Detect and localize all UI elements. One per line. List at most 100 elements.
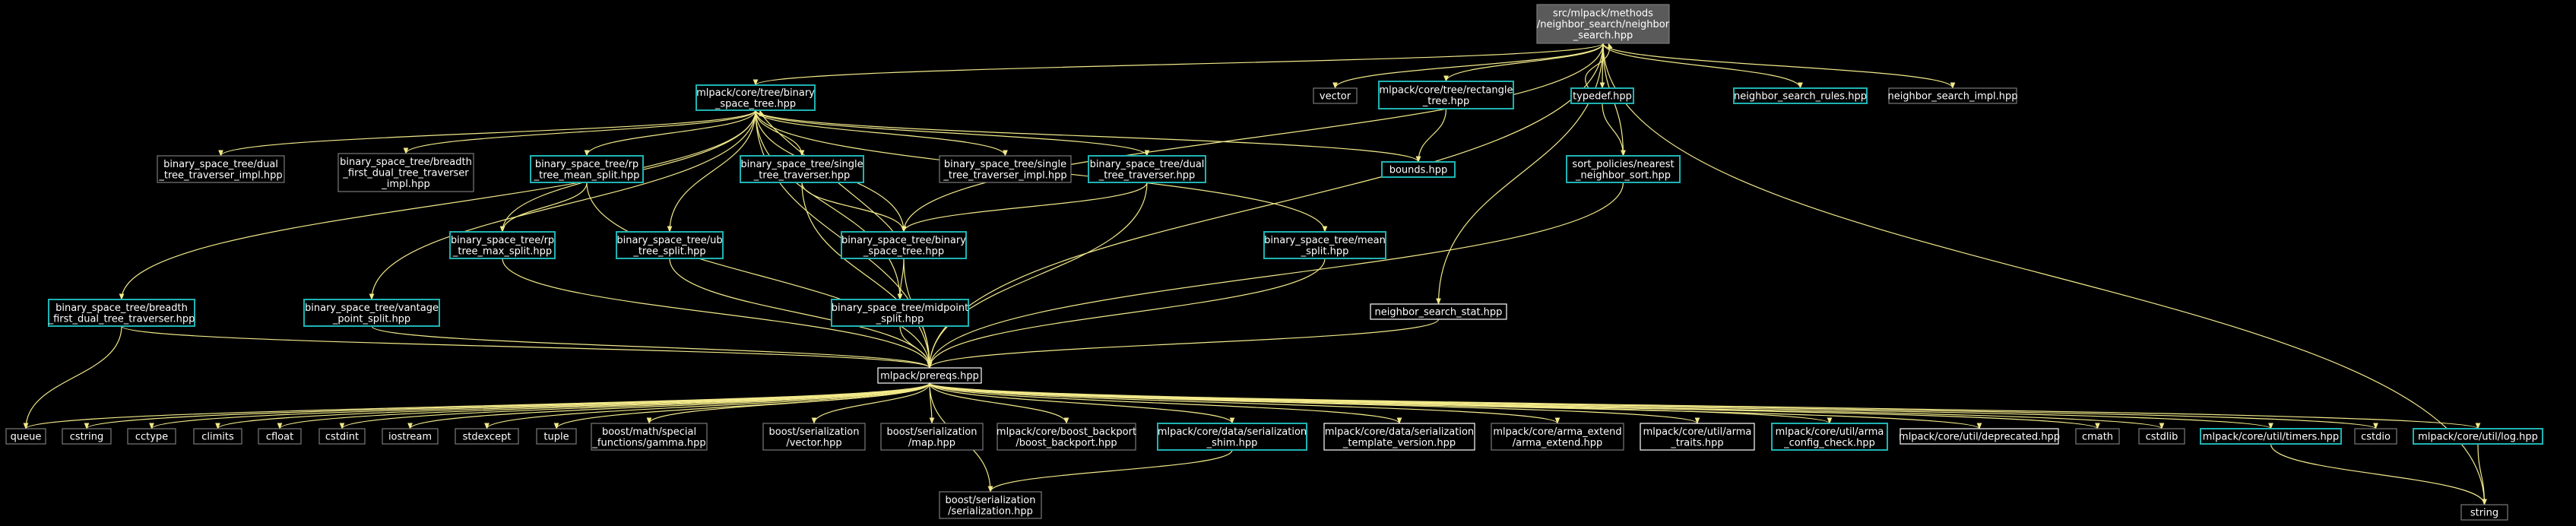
node-label-root-2: _search.hpp xyxy=(1573,30,1633,42)
edge-rpmean-to-rpmax xyxy=(499,182,588,233)
node-box-log xyxy=(2413,428,2543,445)
node-box-svector xyxy=(762,423,866,451)
node-label-backport-0: mlpack/core/boost_backport xyxy=(996,426,1136,438)
node-label-rect-0: mlpack/core/tree/rectangle xyxy=(1380,84,1513,96)
node-label-string-0: string xyxy=(2470,508,2498,519)
node-midpoint[interactable]: binary_space_tree/midpoint_split.hpp xyxy=(831,299,969,327)
node-box-vector xyxy=(1313,87,1358,104)
node-box-rect xyxy=(1378,81,1514,109)
node-label-armaext-1: /arma_extend.hpp xyxy=(1513,437,1603,448)
edge-rpmean-to-prereqs xyxy=(586,182,933,369)
node-box-typedef xyxy=(1570,87,1634,104)
node-label-rpmean-0: binary_space_tree/rp xyxy=(535,159,638,170)
dependency-edges xyxy=(23,43,2487,505)
edge-single-to-bstb xyxy=(801,182,907,233)
node-cstring: cstring xyxy=(62,428,112,445)
node-armatraits: mlpack/core/util/arma_traits.hpp xyxy=(1640,423,1755,451)
node-armaconf[interactable]: mlpack/core/util/arma_config_check.hpp xyxy=(1771,423,1888,451)
node-backport: mlpack/core/boost_backport/boost_backpor… xyxy=(996,423,1136,451)
edge-root-to-nsimpl xyxy=(1602,43,1956,89)
edge-prereqs-to-shim xyxy=(929,382,1235,424)
node-prereqs: mlpack/prereqs.hpp xyxy=(877,367,982,384)
node-label-cfloat-0: cfloat xyxy=(266,432,293,443)
node-label-gamma-0: boost/math/special xyxy=(602,426,696,438)
edge-dual-to-prereqs xyxy=(927,182,1148,369)
node-label-iostream-0: iostream xyxy=(388,432,432,443)
edge-bst-to-ub xyxy=(667,109,756,233)
node-label-single_impl-1: _tree_traverser_impl.hpp xyxy=(943,170,1066,181)
node-rect[interactable]: mlpack/core/tree/rectangle_tree.hpp xyxy=(1378,81,1514,109)
node-single[interactable]: binary_space_tree/single_tree_traverser.… xyxy=(740,155,864,183)
node-label-cctype-0: cctype xyxy=(135,432,168,443)
node-bst[interactable]: mlpack/core/tree/binary_space_tree.hpp xyxy=(695,84,816,111)
node-box-timers xyxy=(2200,428,2342,445)
edge-prereqs-to-log xyxy=(929,382,2480,429)
node-box-stdexcept xyxy=(455,428,519,445)
node-rpmax[interactable]: binary_space_tree/rp_tree_max_split.hpp xyxy=(449,231,556,259)
edge-single-to-prereqs xyxy=(801,182,933,369)
node-vantage[interactable]: binary_space_tree/vantage_point_split.hp… xyxy=(303,299,440,327)
node-box-iostream xyxy=(382,428,439,445)
node-smap: boost/serialization/map.hpp xyxy=(880,423,984,451)
node-label-armaext-0: mlpack/core/arma_extend xyxy=(1493,426,1621,438)
node-dual[interactable]: binary_space_tree/dual_tree_traverser.hp… xyxy=(1088,155,1206,183)
node-log[interactable]: mlpack/core/util/log.hpp xyxy=(2413,428,2543,445)
node-box-shim xyxy=(1157,423,1307,451)
node-label-serialization-1: /serialization.hpp xyxy=(948,505,1033,517)
node-label-svector-0: boost/serialization xyxy=(768,426,859,438)
edge-root-to-string xyxy=(1602,43,2487,505)
node-root[interactable]: src/mlpack/methods/neighbor_search/neigh… xyxy=(1536,4,1670,44)
node-cstdint: cstdint xyxy=(318,428,366,445)
node-rpmean[interactable]: binary_space_tree/rp_tree_mean_split.hpp xyxy=(530,155,644,183)
node-label-cmath-0: cmath xyxy=(2082,432,2113,443)
node-bstb[interactable]: binary_space_tree/binary_space_tree.hpp xyxy=(841,231,967,259)
node-string: string xyxy=(2460,504,2508,521)
node-bounds[interactable]: bounds.hpp xyxy=(1381,161,1456,178)
node-cctype: cctype xyxy=(127,428,176,445)
node-box-string xyxy=(2460,504,2508,521)
node-box-cstdlib xyxy=(2138,428,2185,445)
node-cstdlib: cstdlib xyxy=(2138,428,2185,445)
node-typedef[interactable]: typedef.hpp xyxy=(1570,87,1634,104)
node-svector: boost/serialization/vector.hpp xyxy=(762,423,866,451)
node-meansplit[interactable]: binary_space_tree/mean_split.hpp xyxy=(1263,231,1386,259)
node-timers[interactable]: mlpack/core/util/timers.hpp xyxy=(2200,428,2342,445)
edge-prereqs-to-tmplver xyxy=(929,382,1402,424)
node-box-nsstat xyxy=(1370,303,1507,320)
node-nsimpl: neighbor_search_impl.hpp xyxy=(1887,87,2018,104)
edge-meansplit-to-prereqs xyxy=(927,258,1326,369)
node-label-rpmean-1: _tree_mean_split.hpp xyxy=(534,170,640,181)
edge-bst-to-dual_impl xyxy=(218,109,756,157)
node-nsrules[interactable]: neighbor_search_rules.hpp xyxy=(1733,87,1868,104)
node-single_impl: binary_space_tree/single_tree_traverser_… xyxy=(939,155,1072,183)
node-nearest[interactable]: sort_policies/nearest_neighbor_sort.hpp xyxy=(1566,155,1681,183)
graph-nodes: src/mlpack/methods/neighbor_search/neigh… xyxy=(5,4,2543,521)
edge-bfdt-to-queue xyxy=(23,325,122,429)
node-label-ub-0: binary_space_tree/ub xyxy=(616,235,722,246)
edge-shim-to-serialization xyxy=(987,449,1233,493)
node-label-log-0: mlpack/core/util/log.hpp xyxy=(2418,432,2538,443)
node-label-single-1: _tree_traverser.hpp xyxy=(753,170,850,181)
edge-prereqs-to-cstdio xyxy=(929,382,2378,429)
node-box-bfdt_impl xyxy=(337,153,474,192)
node-gamma: boost/math/special_functions/gamma.hpp xyxy=(591,423,708,451)
node-label-vantage-0: binary_space_tree/vantage xyxy=(305,303,439,314)
edge-timers-to-string xyxy=(2270,443,2487,505)
node-label-midpoint-1: _split.hpp xyxy=(876,313,924,325)
node-label-stdexcept-0: stdexcept xyxy=(463,432,512,443)
node-box-nearest xyxy=(1566,155,1681,183)
node-box-single xyxy=(740,155,864,183)
node-bfdt[interactable]: binary_space_tree/breadth_first_dual_tre… xyxy=(48,299,195,327)
edge-prereqs-to-cstring xyxy=(84,382,930,429)
node-shim[interactable]: mlpack/core/data/serialization_shim.hpp xyxy=(1157,423,1307,451)
node-label-bstb-0: binary_space_tree/binary xyxy=(841,235,966,246)
node-label-bst-0: mlpack/core/tree/binary xyxy=(696,87,815,99)
node-label-bfdt_impl-0: binary_space_tree/breadth xyxy=(340,157,472,168)
node-label-backport-1: /boost_backport.hpp xyxy=(1016,437,1117,448)
node-label-deprecated-0: mlpack/core/util/deprecated.hpp xyxy=(1899,432,2060,443)
node-label-nearest-1: _neighbor_sort.hpp xyxy=(1575,170,1671,181)
node-ub[interactable]: binary_space_tree/ub_tree_split.hpp xyxy=(616,231,724,259)
node-label-shim-0: mlpack/core/data/serialization xyxy=(1158,426,1307,438)
edge-root-to-prereqs xyxy=(927,43,1604,369)
node-label-bfdt_impl-2: _impl.hpp xyxy=(381,179,430,190)
